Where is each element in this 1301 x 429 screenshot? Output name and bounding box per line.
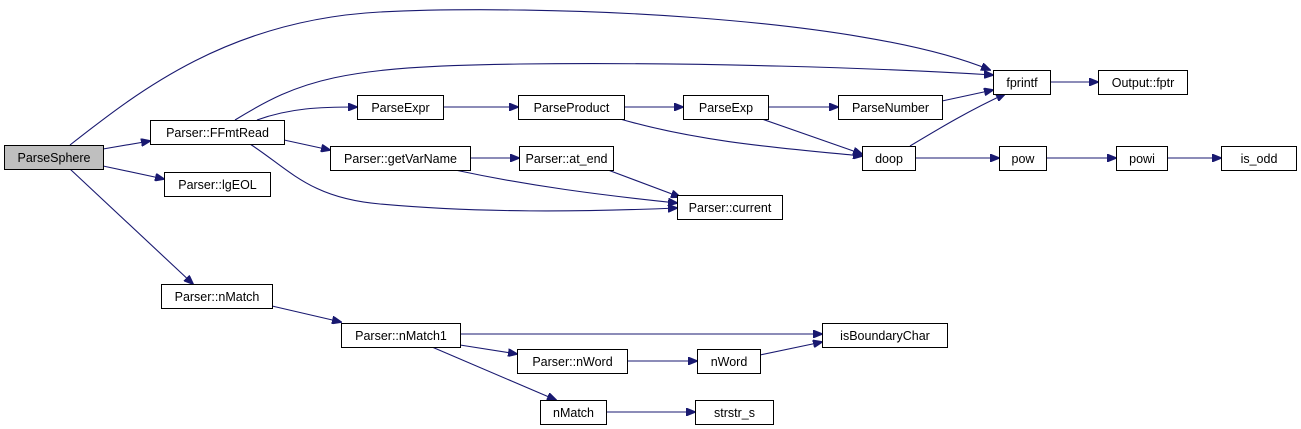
node-get-var-name[interactable]: Parser::getVarName (330, 146, 471, 171)
node-box (822, 323, 948, 348)
node-label: is_odd (1241, 152, 1278, 166)
node-box (540, 400, 607, 425)
node-label: doop (875, 152, 903, 166)
node-label: Parser::nMatch (175, 290, 260, 304)
edge-doop-to-fprintf (909, 94, 1005, 147)
node-label: Parser::current (689, 201, 772, 215)
edge-parse-product-to-doop (619, 118, 862, 156)
node-strstr-s[interactable]: strstr_s (695, 400, 774, 425)
node-box (677, 195, 783, 220)
edge-ffmt-read-to-current (249, 143, 677, 211)
node-box (683, 95, 769, 120)
edge-n-match1-to-n-word-parser (459, 344, 517, 354)
node-parse-expr[interactable]: ParseExpr (357, 95, 444, 120)
node-label: Parser::nMatch1 (355, 329, 447, 343)
edge-parse-exp-to-doop (761, 118, 862, 154)
edge-n-match1-to-n-match (431, 346, 556, 400)
node-label: ParseProduct (534, 101, 610, 115)
edge-ffmt-read-to-parse-expr (256, 107, 357, 121)
node-box (1098, 70, 1188, 95)
node-is-boundary-char[interactable]: isBoundaryChar (822, 323, 948, 348)
node-n-match1[interactable]: Parser::nMatch1 (341, 323, 461, 348)
node-box (330, 146, 471, 171)
node-n-match-parser[interactable]: Parser::nMatch (161, 284, 273, 309)
node-label: ParseNumber (852, 101, 929, 115)
node-box (341, 323, 461, 348)
node-label: Output::fptr (1112, 76, 1175, 90)
node-box (993, 70, 1051, 95)
node-label: strstr_s (714, 406, 755, 420)
edge-ffmt-read-to-fprintf (234, 63, 993, 121)
edge-parse-sphere-to-fprintf (69, 9, 990, 146)
node-box (164, 172, 271, 197)
node-n-word-parser[interactable]: Parser::nWord (517, 349, 628, 374)
node-box (517, 349, 628, 374)
node-parse-exp[interactable]: ParseExp (683, 95, 769, 120)
edge-parse-sphere-to-lg-eol (102, 165, 164, 179)
node-box (357, 95, 444, 120)
node-box (999, 146, 1047, 171)
edge-at-end-to-current (607, 169, 680, 197)
node-n-word[interactable]: nWord (697, 349, 761, 374)
node-box (519, 146, 614, 171)
node-pow[interactable]: pow (999, 146, 1047, 171)
node-n-match[interactable]: nMatch (540, 400, 607, 425)
nodes-layer: ParseSphere Parser::FFmtReadParser::lgEOL… (4, 70, 1297, 425)
node-box (697, 349, 761, 374)
edge-n-word-to-is-boundary-char (759, 342, 822, 356)
edge-get-var-name-to-current (454, 169, 677, 203)
edges-layer (69, 9, 1221, 412)
node-parse-number[interactable]: ParseNumber (838, 95, 943, 120)
node-box (1221, 146, 1297, 171)
edge-parse-number-to-fprintf (941, 90, 993, 102)
node-box (838, 95, 943, 120)
node-label: Parser::lgEOL (178, 178, 257, 192)
node-label: Parser::getVarName (344, 152, 457, 166)
node-output-fptr[interactable]: Output::fptr (1098, 70, 1188, 95)
edge-parse-sphere-to-n-match-parser (69, 168, 193, 284)
node-is-odd[interactable]: is_odd (1221, 146, 1297, 171)
node-label: Parser::nWord (532, 355, 612, 369)
node-parse-sphere[interactable]: ParseSphere (4, 145, 104, 170)
node-box (695, 400, 774, 425)
node-label: nMatch (553, 406, 594, 420)
node-box (161, 284, 273, 309)
node-doop[interactable]: doop (862, 146, 916, 171)
node-label: fprintf (1006, 76, 1038, 90)
node-at-end[interactable]: Parser::at_end (519, 146, 614, 171)
node-label: powi (1129, 152, 1155, 166)
edge-n-match-parser-to-n-match1 (271, 305, 341, 322)
node-current[interactable]: Parser::current (677, 195, 783, 220)
node-box (4, 145, 104, 170)
node-label: pow (1012, 152, 1036, 166)
node-box (862, 146, 916, 171)
node-label: nWord (711, 355, 748, 369)
node-label: ParseExpr (371, 101, 429, 115)
edge-parse-sphere-to-ffmt-read (102, 141, 150, 150)
node-label: Parser::at_end (526, 152, 608, 166)
node-lg-eol[interactable]: Parser::lgEOL (164, 172, 271, 197)
node-label: ParseExp (699, 101, 753, 115)
node-box (150, 120, 285, 145)
edge-ffmt-read-to-get-var-name (283, 139, 330, 150)
node-box (1116, 146, 1168, 171)
node-box (518, 95, 625, 120)
node-powi[interactable]: powi (1116, 146, 1168, 171)
node-label: isBoundaryChar (840, 329, 930, 343)
node-fprintf[interactable]: fprintf (993, 70, 1051, 95)
node-label: ParseSphere (18, 151, 91, 165)
node-label: Parser::FFmtRead (166, 126, 269, 140)
node-ffmt-read[interactable]: Parser::FFmtRead (150, 120, 285, 145)
node-parse-product[interactable]: ParseProduct (518, 95, 625, 120)
